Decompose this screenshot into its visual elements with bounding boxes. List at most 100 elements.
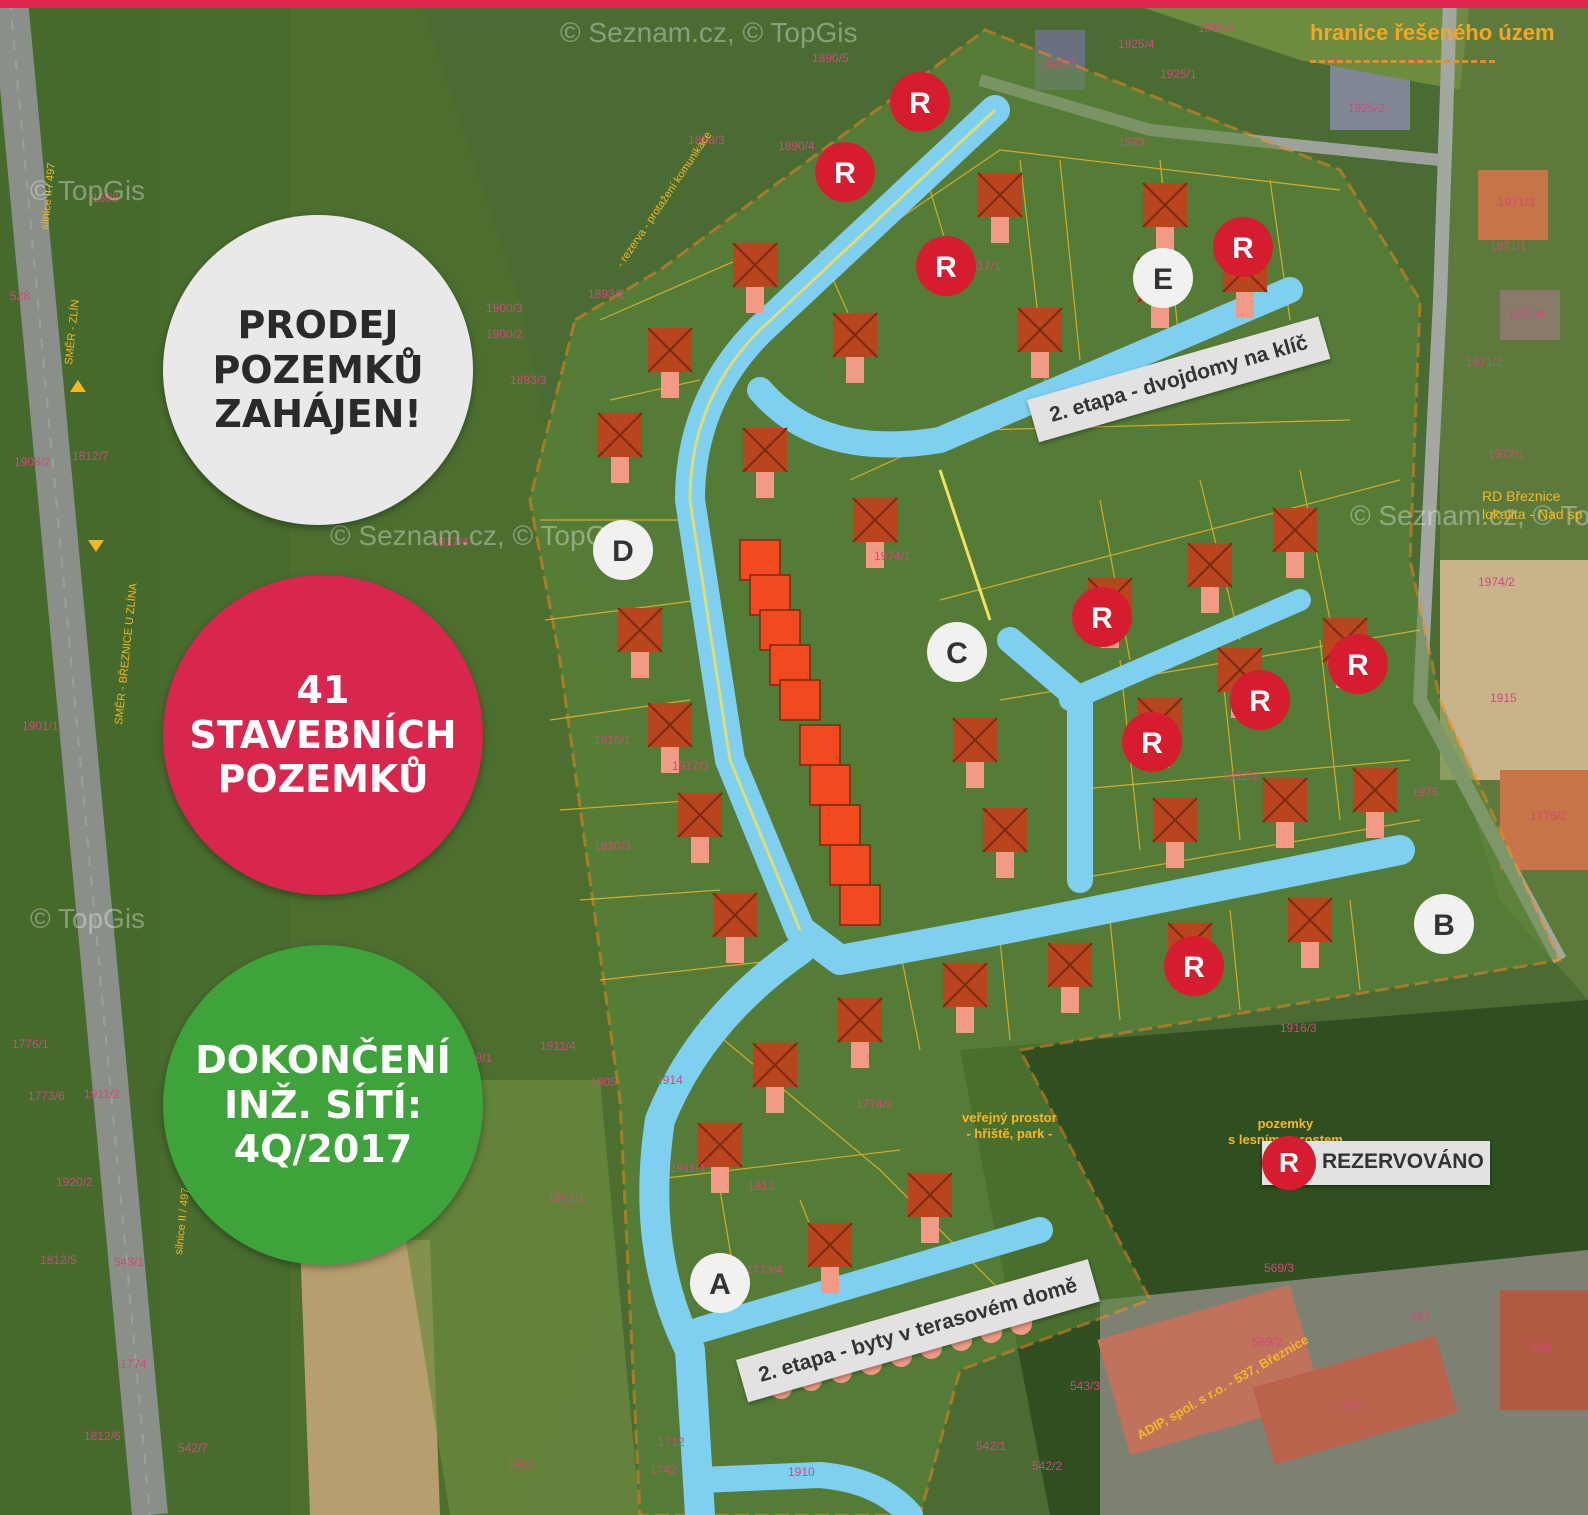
reserved-marker-letter: R bbox=[1183, 951, 1205, 984]
parcel-number-1900-3: 1900/3 bbox=[486, 301, 523, 315]
site-marker-circle bbox=[1133, 248, 1193, 308]
reserved-marker-circle bbox=[815, 142, 875, 202]
parcel-number-1972-1: 1972/1 bbox=[1488, 447, 1525, 461]
parcel-number-1974-2: 1974/2 bbox=[1478, 575, 1515, 589]
parcel-number-542-2: 542/2 bbox=[1032, 1459, 1062, 1473]
plots-line-1: 41 bbox=[296, 667, 350, 712]
site-marker-letter: B bbox=[1433, 909, 1455, 942]
reserved-marker: R bbox=[1164, 936, 1224, 996]
watermark-right: © Seznam.cz, © TopGis bbox=[1350, 500, 1588, 531]
site-marker-letter: C bbox=[946, 637, 968, 670]
site-marker-a: A bbox=[690, 1253, 750, 1313]
parcel-number-528: 528 bbox=[10, 289, 30, 303]
parcel-number-1774: 1774 bbox=[120, 1357, 147, 1371]
reserved-marker-letter: R bbox=[1232, 232, 1254, 265]
sale-line-2: POZEMKŮ bbox=[212, 347, 424, 392]
reserved-marker-circle bbox=[890, 72, 950, 132]
reserved-marker-letter: R bbox=[909, 87, 931, 120]
reserved-marker-letter: R bbox=[1347, 649, 1369, 682]
parcel-number-1812-7: 1812/7 bbox=[72, 449, 109, 463]
watermark-left: © TopGis bbox=[30, 175, 145, 206]
site-marker-c: C bbox=[927, 622, 987, 682]
parcel-number-1776-1: 1776/1 bbox=[12, 1037, 49, 1051]
parcel-number-1920-2: 1920/2 bbox=[56, 1175, 93, 1189]
parcel-number-1971-3: 1971/3 bbox=[1498, 195, 1535, 209]
reserved-marker-letter: R bbox=[834, 157, 856, 190]
reserved-marker: R bbox=[916, 236, 976, 296]
public-space-line-2: - hřiště, park - bbox=[966, 1125, 1053, 1141]
parcel-number-1608: 1608 bbox=[92, 191, 119, 205]
reserved-marker-letter: R bbox=[1141, 727, 1163, 760]
parcel-number-1974-1: 1974/1 bbox=[874, 549, 911, 563]
completion-line-1: DOKONČENÍ bbox=[195, 1037, 451, 1082]
site-marker-letter: D bbox=[612, 535, 634, 568]
parcel-number-543-1: 543/1 bbox=[114, 1255, 144, 1269]
parcel-number-1925-2: 1925/2 bbox=[1348, 101, 1385, 115]
rd-line-1: RD Březnice bbox=[1482, 488, 1561, 504]
parcel-number-1776-2: 1776/2 bbox=[1530, 809, 1567, 823]
reserved-marker-letter: R bbox=[935, 251, 957, 284]
site-marker-letter: E bbox=[1153, 263, 1173, 296]
rd-line-2: lokalita - Nad sp bbox=[1482, 505, 1583, 522]
rd-locality-note: RD Březnice lokalita - Nad sp bbox=[1482, 488, 1582, 523]
parcel-number-1890-5: 1890/5 bbox=[812, 51, 849, 65]
parcel-number-1893-2: 1893/2 bbox=[588, 287, 625, 301]
site-marker-e: E bbox=[1133, 248, 1193, 308]
parcel-number-1923: 1923 bbox=[1118, 135, 1145, 149]
parcel-number-569-2: 569/2 bbox=[1252, 1335, 1282, 1349]
watermark-top: © Seznam.cz, © TopGis bbox=[560, 17, 858, 48]
site-marker-d: D bbox=[593, 520, 653, 580]
parcel-number-1917-4: 1917/4 bbox=[432, 535, 469, 549]
reserved-marker-circle bbox=[1122, 712, 1182, 772]
reserved-marker-circle bbox=[1164, 936, 1224, 996]
reserved-marker: R bbox=[1072, 587, 1132, 647]
parcel-number-1911-2: 1911/2 bbox=[84, 1087, 120, 1101]
parcel-number-1975: 1975 bbox=[1412, 785, 1439, 799]
parcel-number-568: 568 bbox=[1532, 1341, 1552, 1355]
parcel-number-1912: 1912 bbox=[508, 1457, 535, 1471]
parcel-number-1916-3: 1916/3 bbox=[1280, 1021, 1317, 1035]
parcel-number-1911-4: 1911/4 bbox=[540, 1039, 576, 1053]
reserved-marker: R bbox=[890, 72, 950, 132]
parcel-number-542-7: 542/7 bbox=[178, 1441, 208, 1455]
site-marker-circle bbox=[593, 520, 653, 580]
plots-line-2: STAVEBNÍCH bbox=[189, 712, 457, 757]
parcel-number-1912-1: 1912/1 bbox=[548, 1191, 585, 1205]
watermark-middle: © Seznam.cz, © TopGis bbox=[330, 520, 628, 551]
site-marker-letter: A bbox=[709, 1268, 731, 1301]
parcel-number-1898-2: 1898/2 bbox=[1198, 21, 1235, 35]
reserved-marker-letter: R bbox=[1091, 602, 1113, 635]
site-marker-circle bbox=[927, 622, 987, 682]
reserved-marker-circle bbox=[916, 236, 976, 296]
parcel-number-1917-3: 1917/3 bbox=[672, 759, 709, 773]
legend-boundary-line bbox=[1310, 60, 1495, 63]
completion-bubble: DOKONČENÍ INŽ. SÍTÍ: 4Q/2017 bbox=[163, 945, 483, 1265]
sale-line-1: PRODEJ bbox=[237, 302, 399, 347]
parcel-number-1971-4: 1971/4 bbox=[1508, 307, 1545, 321]
parcel-number-1898-3: 1898/3 bbox=[688, 133, 725, 147]
parcel-number-1712: 1712 bbox=[658, 1435, 685, 1449]
parcel-number-569-3: 569/3 bbox=[1264, 1261, 1294, 1275]
public-space-line-1: veřejný prostor bbox=[962, 1110, 1057, 1125]
parcel-number-1774-2: 1774/2 bbox=[856, 1097, 893, 1111]
parcel-number-1812-6: 1812/6 bbox=[84, 1429, 121, 1443]
parcel-number-1742: 1742 bbox=[650, 1463, 677, 1477]
parcel-number-1893-3: 1893/3 bbox=[510, 373, 547, 387]
sale-line-3: ZAHÁJEN! bbox=[214, 392, 422, 437]
reserved-marker-circle bbox=[1213, 217, 1273, 277]
forest-plots-line-1: pozemky bbox=[1257, 1116, 1314, 1131]
parcel-number-1925-4: 1925/4 bbox=[1118, 37, 1155, 51]
parcel-number-1920-3: 1920/3 bbox=[594, 839, 631, 853]
field bbox=[300, 1240, 440, 1515]
public-space-note: veřejný prostor - hřiště, park - bbox=[962, 1110, 1057, 1141]
plots-line-3: POZEMKŮ bbox=[217, 757, 429, 802]
parcel-number-1971-1: 1971/1 bbox=[1490, 239, 1527, 253]
sale-started-bubble: PRODEJ POZEMKŮ ZAHÁJEN! bbox=[163, 215, 473, 525]
site-marker-circle bbox=[1414, 894, 1474, 954]
parcel-number-1773-6: 1773/6 bbox=[28, 1089, 65, 1103]
plots-count-bubble: 41 STAVEBNÍCH POZEMKŮ bbox=[163, 575, 483, 895]
legend-reserved-marker: R bbox=[1262, 1136, 1316, 1190]
site-marker-b: B bbox=[1414, 894, 1474, 954]
